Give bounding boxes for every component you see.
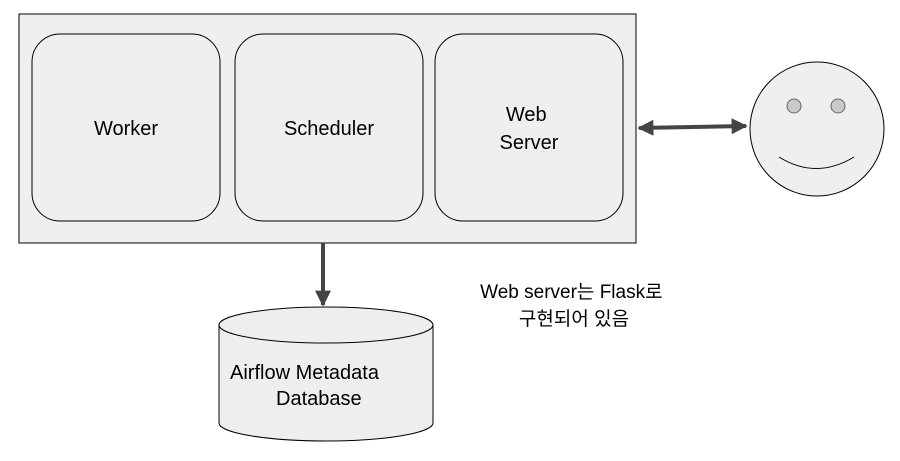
database-label: Airflow Metadata Database [230,362,385,410]
web-server-label-line-2: Server [500,132,559,154]
database-label-line-1: Airflow Metadata [230,362,380,384]
smiley-right-eye [830,98,846,114]
database-label-line-2: Database [276,388,362,410]
flask-note-line-2: 구현되어 있음 [519,308,629,330]
web-server-box: Web Server [434,33,624,222]
metadata-database-cylinder: Airflow Metadata Database [218,306,434,442]
scheduler-box: Scheduler [234,33,424,222]
web-server-label: Web Server [500,104,559,154]
worker-box: Worker [31,33,221,222]
web-server-label-line-1: Web [506,104,547,126]
flask-note-line-1: Web server는 Flask로 [480,282,662,303]
flask-note: Web server는 Flask로 구현되어 있음 [480,282,668,330]
scheduler-label: Scheduler [284,118,374,140]
smiley-face-icon [749,61,885,197]
smiley-mouth [778,156,855,169]
worker-label: Worker [94,118,158,140]
web-server-user-arrow [637,118,748,136]
smiley-left-eye [786,98,802,114]
